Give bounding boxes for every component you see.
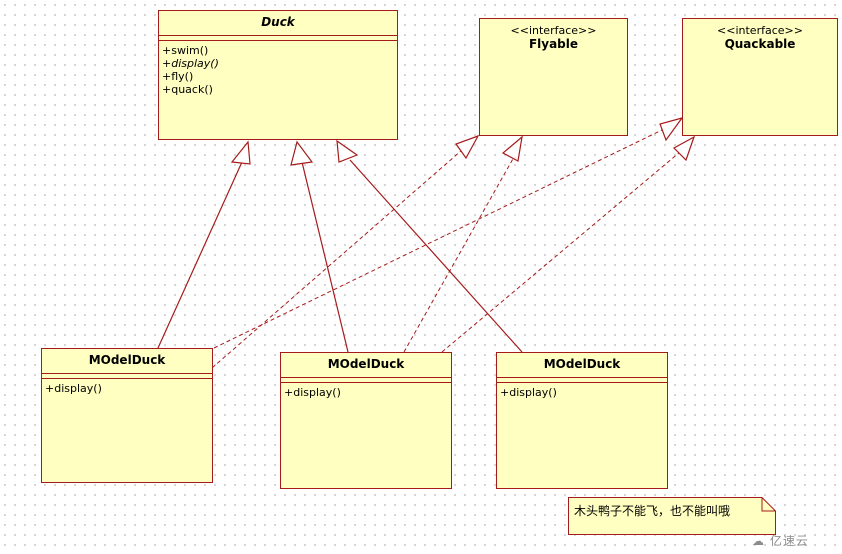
uml-note[interactable]: 木头鸭子不能飞，也不能叫哦 bbox=[568, 497, 776, 535]
duck-operations-compartment: +swim() +display() +fly() +quack() bbox=[159, 41, 397, 96]
model-duck-2-operations: +display() bbox=[281, 383, 451, 399]
model-duck-2-display-operation: +display() bbox=[284, 386, 341, 399]
realization-arrowhead-3 bbox=[659, 116, 684, 142]
model-duck-3-operations: +display() bbox=[497, 383, 667, 399]
model-duck-1-name: MOdelDuck bbox=[42, 349, 212, 374]
realization-line-4 bbox=[441, 151, 681, 353]
watermark: ☁ 亿速云 bbox=[752, 532, 809, 549]
realization-line-3 bbox=[403, 156, 515, 353]
generalization-line-1 bbox=[157, 161, 243, 349]
generalization-line-2 bbox=[301, 161, 349, 353]
model-duck-class-2[interactable]: MOdelDuck +display() bbox=[280, 352, 452, 489]
realization-arrowhead-2 bbox=[501, 135, 523, 162]
model-duck-1-display-operation: +display() bbox=[45, 382, 102, 395]
quackable-stereotype: <<interface>> bbox=[717, 24, 803, 37]
model-duck-1-operations: +display() bbox=[42, 379, 212, 395]
model-duck-2-name: MOdelDuck bbox=[281, 353, 451, 378]
inheritance-arrowhead-2 bbox=[290, 140, 314, 166]
duck-class-name: Duck bbox=[159, 11, 397, 36]
fly-operation: +fly() bbox=[162, 70, 194, 83]
flyable-interface[interactable]: <<interface>> Flyable bbox=[479, 18, 628, 136]
model-duck-class-3[interactable]: MOdelDuck +display() bbox=[496, 352, 668, 489]
model-duck-3-display-operation: +display() bbox=[500, 386, 557, 399]
realization-arrowhead-1 bbox=[455, 134, 480, 160]
inheritance-arrowhead-3 bbox=[336, 139, 359, 163]
quack-operation: +quack() bbox=[162, 83, 213, 96]
swim-operation: +swim() bbox=[162, 44, 209, 57]
realization-line-1 bbox=[211, 149, 463, 369]
watermark-text: 亿速云 bbox=[769, 534, 809, 548]
model-duck-3-name: MOdelDuck bbox=[497, 353, 667, 378]
generalization-line-3 bbox=[349, 159, 523, 353]
quackable-name: Quackable bbox=[724, 37, 796, 51]
duck-attributes-compartment bbox=[159, 36, 397, 41]
realization-line-2 bbox=[213, 127, 667, 349]
display-operation: +display() bbox=[162, 57, 219, 70]
note-shape bbox=[568, 497, 776, 535]
model-duck-3-attributes bbox=[497, 378, 667, 383]
realization-arrowhead-4 bbox=[673, 135, 696, 162]
model-duck-2-attributes bbox=[281, 378, 451, 383]
note-text: 木头鸭子不能飞，也不能叫哦 bbox=[574, 504, 731, 518]
watermark-logo-icon: ☁ bbox=[752, 534, 765, 548]
flyable-name: Flyable bbox=[528, 37, 579, 51]
quackable-interface[interactable]: <<interface>> Quackable bbox=[682, 18, 838, 136]
model-duck-class-1[interactable]: MOdelDuck +display() bbox=[41, 348, 213, 483]
inheritance-arrowhead-1 bbox=[230, 140, 251, 165]
flyable-stereotype: <<interface>> bbox=[510, 24, 597, 37]
model-duck-1-attributes bbox=[42, 374, 212, 379]
duck-class[interactable]: Duck +swim() +display() +fly() +quack() bbox=[158, 10, 398, 140]
